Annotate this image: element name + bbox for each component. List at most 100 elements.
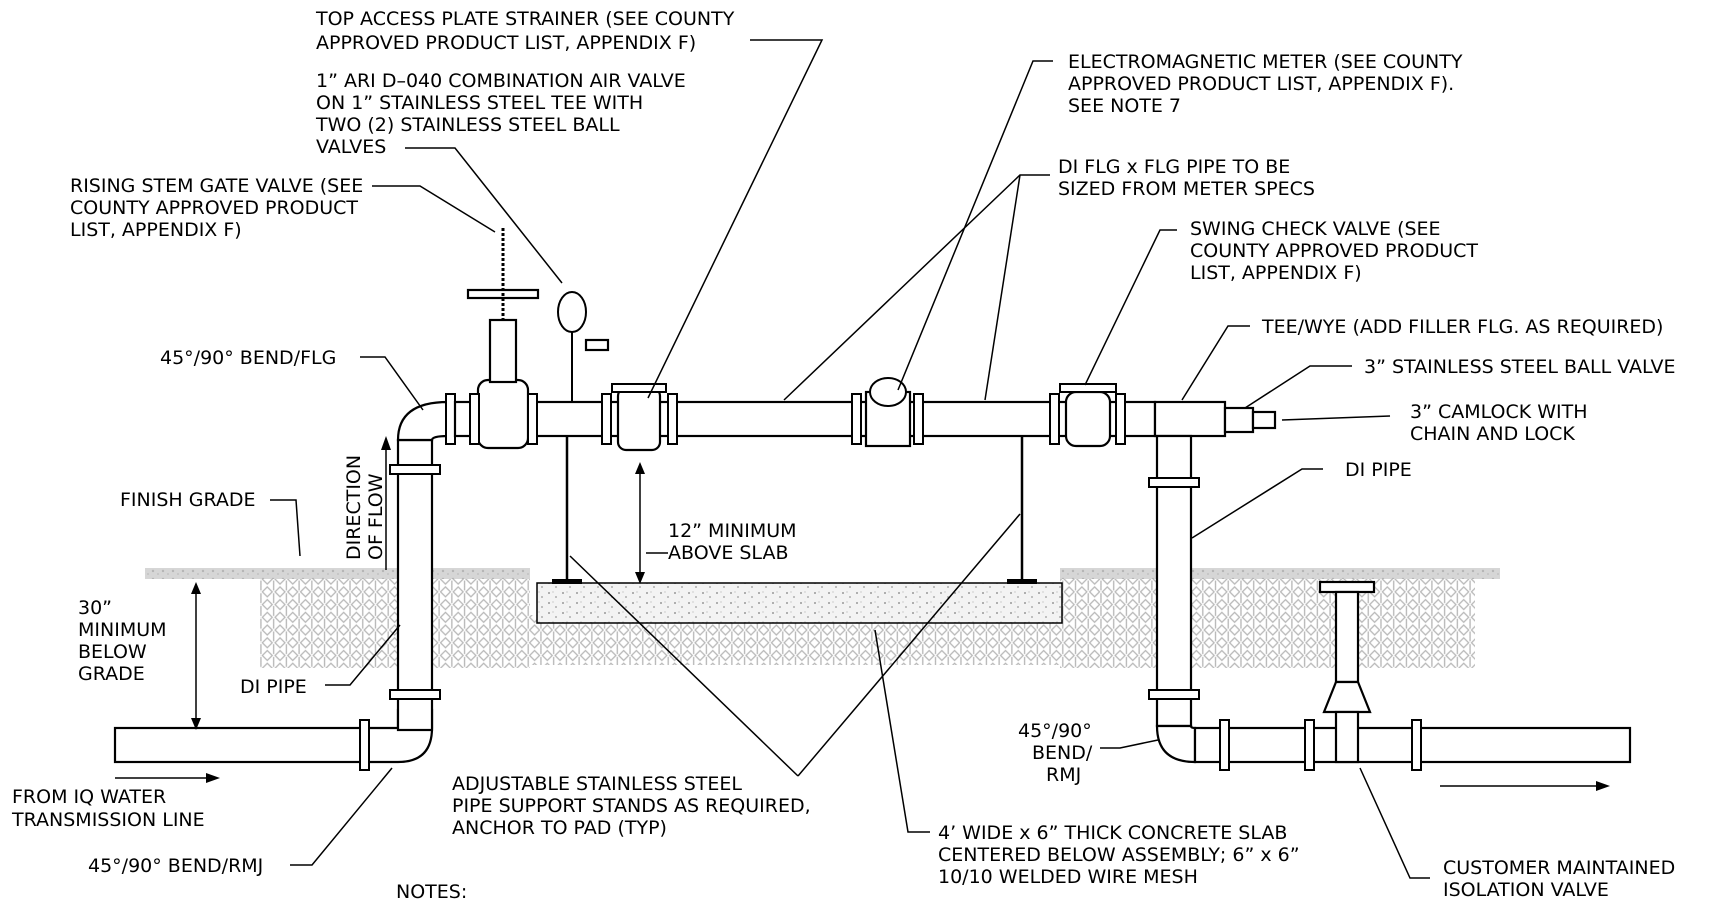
label-bend-rmj-left: 45°/90° BEND/RMJ [88,855,263,877]
label-below-grade-3: BELOW [78,641,147,663]
label-swing-check-2: COUNTY APPROVED PRODUCT [1190,240,1478,262]
ground [145,568,1500,668]
down-leg-flange-high [1148,477,1200,488]
leader-bend-rmj-left [290,767,393,866]
label-from-iq-1: FROM IQ WATER [12,786,166,808]
leader-bend-rmj-right [1100,739,1159,749]
inlet-flange [359,719,370,771]
check-valve-flange-a [1049,393,1060,445]
soil-right [1060,578,1475,668]
label-direction-2: OF FLOW [365,473,387,560]
leader-lines [270,39,1430,879]
bend-flange-top [445,393,456,445]
leader-swing-check [1084,229,1177,386]
ball-valve-body [1223,406,1255,434]
label-strainer-2: APPROVED PRODUCT LIST, APPENDIX F) [316,32,696,54]
labels: TOP ACCESS PLATE STRAINER (SEE COUNTY AP… [11,8,1676,899]
check-valve-cover [1059,383,1117,393]
tee-branch [1153,400,1227,438]
label-air-valve-4: VALVES [316,136,386,158]
flow-arrow-up-head [381,436,391,450]
left-riser-pipe [396,438,434,732]
label-meter-2: APPROVED PRODUCT LIST, APPENDIX F). [1068,73,1454,95]
soil-left [260,578,530,668]
label-swing-check-3: LIST, APPENDIX F) [1190,262,1362,284]
label-di-flg-1: DI FLG x FLG PIPE TO BE [1058,156,1290,178]
leader-air-valve [405,147,563,284]
gate-valve-bonnet [488,318,518,384]
support-stand-left-base [552,579,582,584]
label-support-3: ANCHOR TO PAD (TYP) [452,817,667,839]
label-di-pipe-right: DI PIPE [1345,459,1412,481]
outlet-flange-c [1411,719,1422,771]
dimensions [115,436,1610,791]
label-meter-3: SEE NOTE 7 [1068,95,1181,117]
leader-meter [897,60,1053,391]
label-below-grade-2: MINIMUM [78,619,167,641]
label-di-pipe-left: DI PIPE [240,676,307,698]
camlock-body [1251,410,1277,430]
outlet-flange-b [1304,719,1315,771]
label-from-iq-2: TRANSMISSION LINE [11,809,205,831]
leader-stand-left [569,555,799,777]
label-camlock-1: 3” CAMLOCK WITH [1410,401,1588,423]
label-gate-valve-2: COUNTY APPROVED PRODUCT [70,197,358,219]
label-bend-flg: 45°/90° BEND/FLG [160,347,336,369]
main-pipe [453,400,1157,438]
strainer-flange-b [667,393,678,445]
down-leg-flange-low [1148,689,1200,700]
dim-below-grade-arrow-bottom [191,718,201,730]
label-bend-rmj-right-3: RMJ [1046,764,1081,786]
upper-left-bend [396,400,450,442]
strainer-body [616,386,662,452]
label-tee-wye: TEE/WYE (ADD FILLER FLG. AS REQUIRED) [1261,316,1663,338]
label-support-1: ADJUSTABLE STAINLESS STEEL [452,773,742,795]
inlet-pipe [113,726,367,764]
label-support-2: PIPE SUPPORT STANDS AS REQUIRED, [452,795,811,817]
leader-stand-right [797,513,1021,777]
riser-flange-low [389,689,441,700]
air-valve-ball-valve [584,338,610,352]
label-slab-3: 10/10 WELDED WIRE MESH [938,866,1198,888]
check-valve-flange-b [1115,393,1126,445]
label-gate-valve-1: RISING STEM GATE VALVE (SEE [70,175,363,197]
valve-box-lid [1318,580,1376,594]
isolation-valve-body [1334,710,1360,764]
label-di-flg-2: SIZED FROM METER SPECS [1058,178,1315,200]
label-swing-check-1: SWING CHECK VALVE (SEE [1190,218,1441,240]
valve-box-bell [1322,680,1372,714]
label-bend-rmj-right-1: 45°/90° [1018,720,1092,742]
label-bend-rmj-right-2: BEND/ [1032,742,1093,764]
finish-grade-right [1060,568,1500,579]
leader-di-pipe-right [1191,468,1323,539]
gate-valve-flange-a [469,393,480,445]
label-customer-valve-2: ISOLATION VALVE [1443,879,1609,899]
dim-above-slab-arrow-bottom [635,572,645,584]
label-customer-valve-1: CUSTOMER MAINTAINED [1443,857,1675,879]
strainer-top-plate [611,383,667,393]
gate-valve-body [476,378,530,450]
leader-di-pipe-left [325,624,401,686]
check-valve-body [1064,390,1112,448]
label-below-grade-4: GRADE [78,663,145,685]
leader-gate-valve [372,185,496,233]
label-direction-1: DIRECTION [343,455,365,560]
leader-di-flg-b [984,174,1021,401]
concrete-slab [536,582,1063,624]
meter-flange-b [913,393,924,445]
dim-above-slab-arrow-top [635,462,645,474]
label-slab-1: 4’ WIDE x 6” THICK CONCRETE SLAB [938,822,1287,844]
leader-finish-grade [270,499,301,557]
outlet-flange-a [1219,719,1230,771]
leader-tee-wye [1181,325,1250,401]
meter-head [869,377,907,407]
support-stand-right-base [1007,579,1037,584]
label-notes-heading: NOTES: [396,881,467,899]
valve-box-riser [1334,590,1360,684]
flow-arrow-out-head [1596,781,1610,791]
leader-di-flg-a [783,174,1050,401]
gate-valve-flange-b [527,393,538,445]
label-air-valve-1: 1” ARI D–040 COMBINATION AIR VALVE [316,70,686,92]
inlet-piping [113,393,456,771]
label-gate-valve-3: LIST, APPENDIX F) [70,219,242,241]
